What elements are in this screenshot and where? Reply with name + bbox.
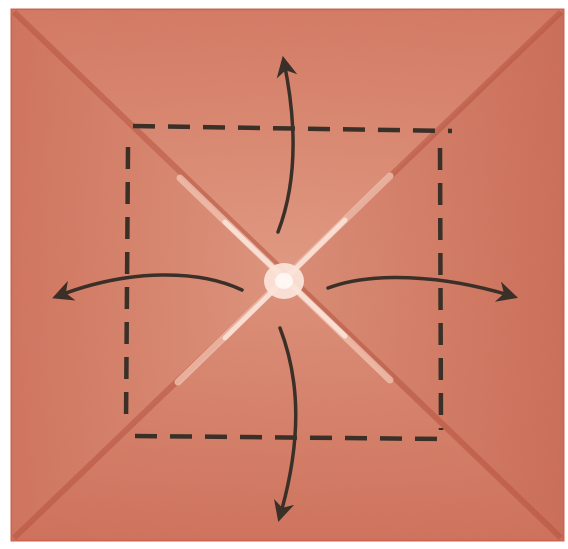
fold-line-bottom: [135, 436, 444, 439]
